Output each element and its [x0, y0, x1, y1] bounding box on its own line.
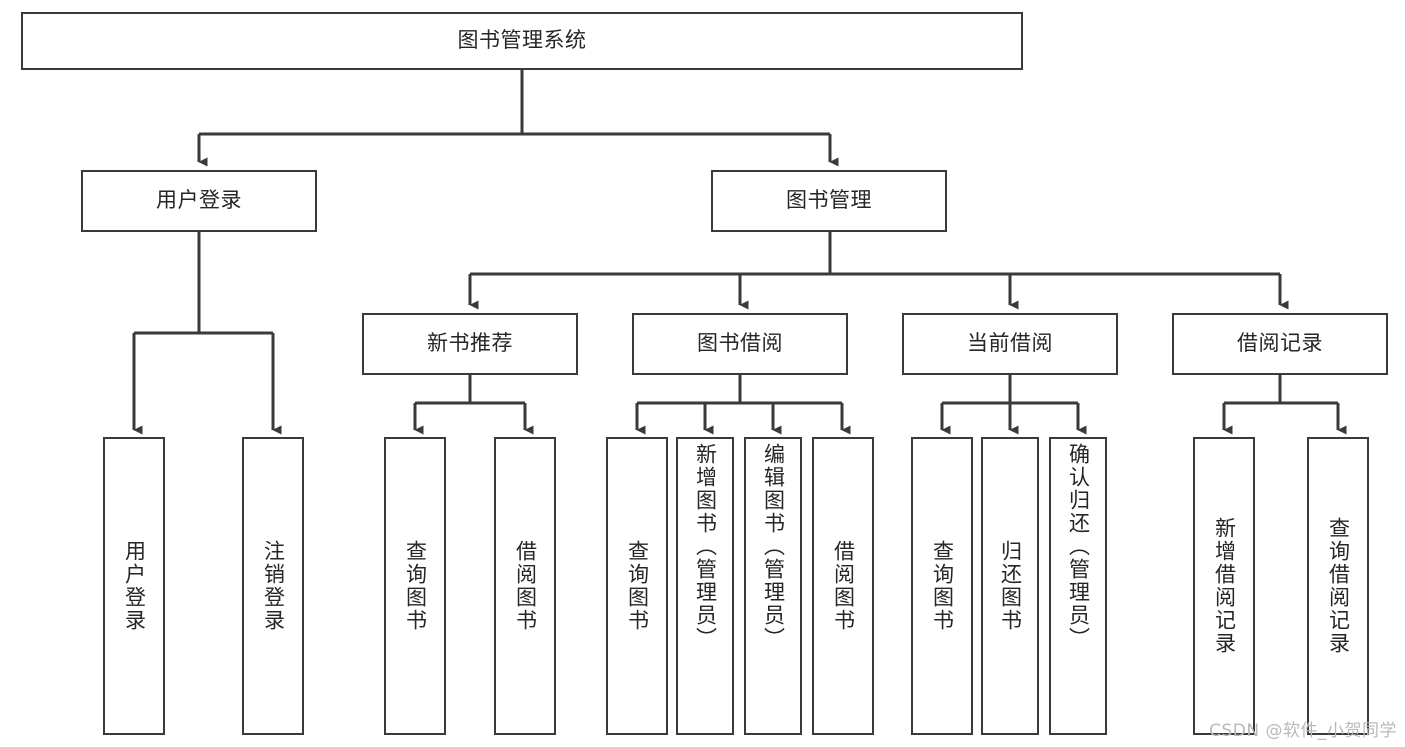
node-leaf-return-books[interactable]: 归还图书 [981, 437, 1039, 735]
node-leaf-user-login[interactable]: 用户登录 [103, 437, 165, 735]
node-label: 确认归还（管理员） [1066, 443, 1091, 650]
node-book-management[interactable]: 图书管理 [711, 170, 947, 232]
node-label: 借阅图书 [831, 540, 856, 632]
node-label: 新增图书（管理员） [693, 443, 718, 650]
node-label: 新书推荐 [427, 331, 513, 356]
node-label: 图书管理 [786, 188, 872, 213]
node-label: 用户登录 [156, 188, 242, 213]
node-book-borrowing[interactable]: 图书借阅 [632, 313, 848, 375]
node-leaf-add-book-admin[interactable]: 新增图书（管理员） [676, 437, 734, 735]
node-label: 归还图书 [998, 540, 1023, 632]
node-label: 查询图书 [625, 540, 650, 632]
node-leaf-edit-book-admin[interactable]: 编辑图书（管理员） [744, 437, 802, 735]
node-leaf-borrow-books-new-recommendation[interactable]: 借阅图书 [494, 437, 556, 735]
node-label: 当前借阅 [967, 331, 1053, 356]
node-new-book-recommendation[interactable]: 新书推荐 [362, 313, 578, 375]
node-label: 图书管理系统 [457, 28, 587, 53]
node-label: 编辑图书（管理员） [761, 443, 786, 650]
node-label: 查询图书 [403, 540, 428, 632]
node-leaf-add-borrow-record[interactable]: 新增借阅记录 [1193, 437, 1255, 735]
node-label: 图书借阅 [697, 331, 783, 356]
node-leaf-confirm-return-admin[interactable]: 确认归还（管理员） [1049, 437, 1107, 735]
node-borrowing-record[interactable]: 借阅记录 [1172, 313, 1388, 375]
node-leaf-query-books-borrowing[interactable]: 查询图书 [606, 437, 668, 735]
node-user-login[interactable]: 用户登录 [81, 170, 317, 232]
node-label: 新增借阅记录 [1212, 517, 1237, 655]
node-label: 查询借阅记录 [1326, 517, 1351, 655]
node-label: 借阅图书 [513, 540, 538, 632]
node-leaf-query-books-new-recommendation[interactable]: 查询图书 [384, 437, 446, 735]
node-leaf-borrow-books-borrowing[interactable]: 借阅图书 [812, 437, 874, 735]
node-label: 注销登录 [261, 540, 286, 632]
node-current-borrowing[interactable]: 当前借阅 [902, 313, 1118, 375]
node-label: 查询图书 [930, 540, 955, 632]
node-leaf-query-borrow-record[interactable]: 查询借阅记录 [1307, 437, 1369, 735]
node-label: 用户登录 [122, 540, 147, 632]
node-root-book-management-system[interactable]: 图书管理系统 [21, 12, 1023, 70]
node-label: 借阅记录 [1237, 331, 1323, 356]
node-leaf-logout[interactable]: 注销登录 [242, 437, 304, 735]
node-leaf-query-books-current[interactable]: 查询图书 [911, 437, 973, 735]
